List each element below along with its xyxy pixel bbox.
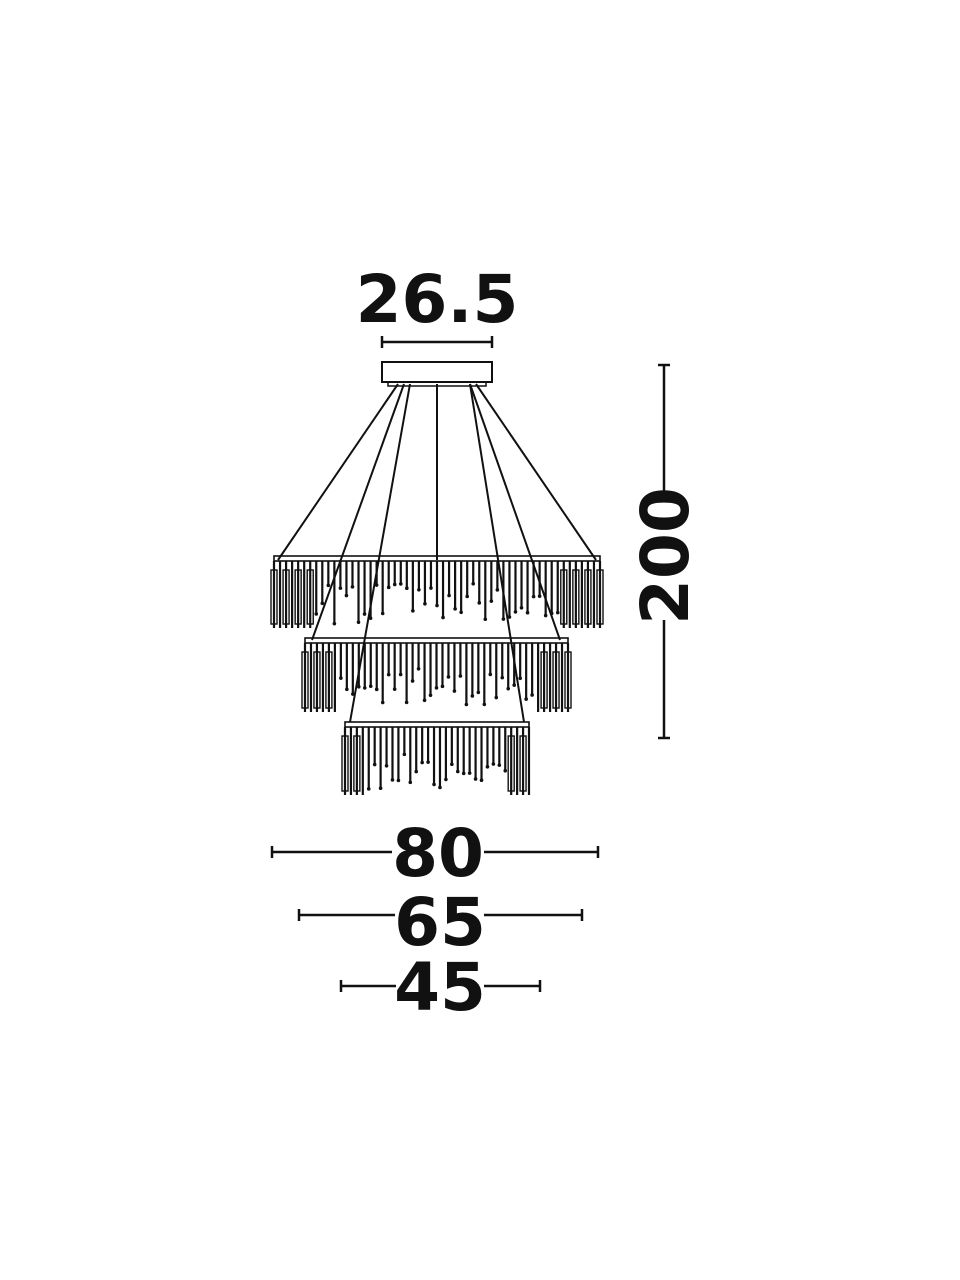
tier-3-ring xyxy=(341,721,531,795)
canopy-diameter-label: 26.5 xyxy=(356,261,519,338)
height-dimension: 200 xyxy=(627,363,704,740)
tier-3-diameter-label: 45 xyxy=(394,949,486,1026)
ceiling-canopy xyxy=(381,361,493,387)
tier-1-dimension: 80 xyxy=(270,815,600,892)
tier-3-dimension: 45 xyxy=(339,949,542,1026)
tier-1-ring xyxy=(270,555,604,628)
canopy-dimension: 26.5 xyxy=(356,261,519,348)
tier-2-diameter-label: 65 xyxy=(394,884,486,961)
tier-1-diameter-label: 80 xyxy=(392,815,484,892)
tier-2-dimension: 65 xyxy=(297,884,584,961)
tier-2-ring xyxy=(301,637,572,712)
total-height-label: 200 xyxy=(627,487,704,625)
